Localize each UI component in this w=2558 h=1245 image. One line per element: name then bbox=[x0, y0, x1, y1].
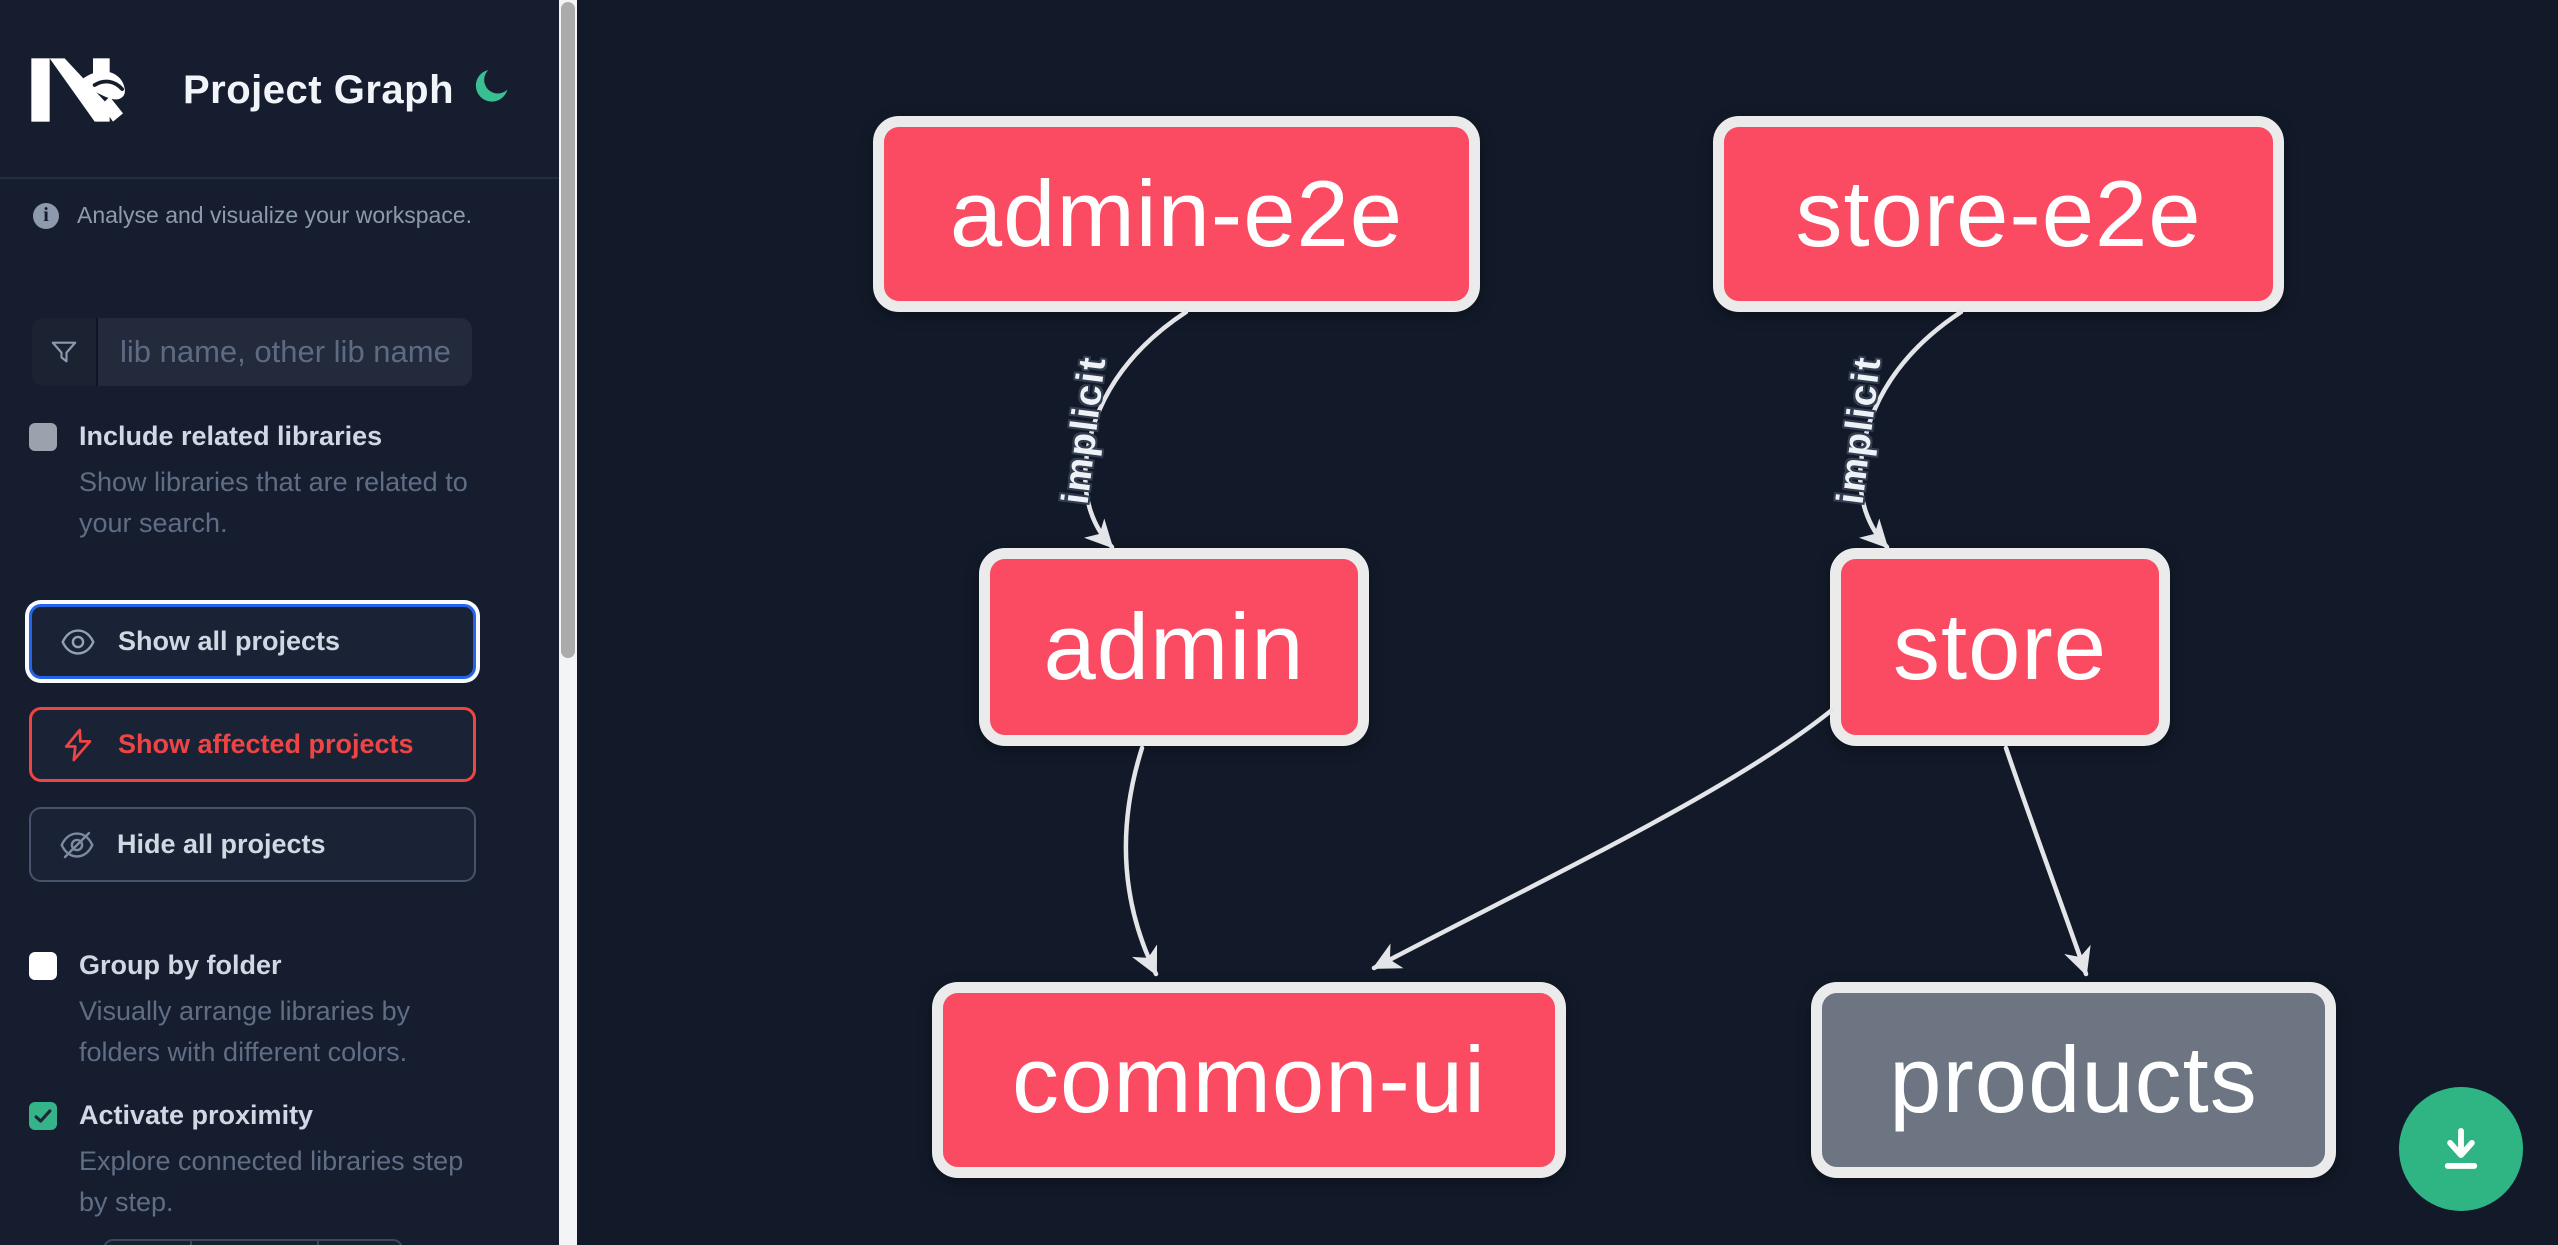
toggle-group-by-folder: Group by folder Visually arrange librari… bbox=[29, 950, 469, 1073]
graph-node-admin[interactable]: admin bbox=[979, 548, 1369, 746]
nx-logo bbox=[31, 58, 125, 122]
hide-all-projects-label: Hide all projects bbox=[117, 829, 326, 859]
proximity-stepper[interactable] bbox=[103, 1239, 403, 1245]
include-related-description: Show libraries that are related to your … bbox=[79, 467, 468, 538]
download-graph-button[interactable] bbox=[2399, 1087, 2523, 1211]
stepper-decrement[interactable] bbox=[105, 1241, 192, 1245]
include-related-checkbox[interactable] bbox=[29, 422, 57, 451]
include-related-label[interactable]: Include related libraries bbox=[79, 421, 383, 451]
graph-node-products[interactable]: products bbox=[1811, 982, 2336, 1178]
page-title: Project Graph bbox=[183, 68, 455, 112]
download-icon bbox=[2444, 1127, 2478, 1169]
show-all-projects-label: Show all projects bbox=[118, 626, 341, 656]
workspace-tagline: Analyse and visualize your workspace. bbox=[77, 202, 473, 228]
sidebar-scrollbar-thumb[interactable] bbox=[561, 2, 575, 658]
workspace-tagline-row: i Analyse and visualize your workspace. bbox=[33, 202, 472, 229]
group-by-folder-checkbox[interactable] bbox=[29, 951, 57, 980]
activate-proximity-checkbox[interactable] bbox=[29, 1101, 57, 1130]
search-box bbox=[32, 318, 472, 386]
search-input[interactable] bbox=[98, 318, 472, 386]
activate-proximity-description: Explore connected libraries step by step… bbox=[79, 1146, 464, 1217]
graph-node-admin-e2e[interactable]: admin-e2e bbox=[873, 116, 1480, 312]
show-affected-projects-button[interactable]: Show affected projects bbox=[29, 707, 476, 782]
toggle-activate-proximity: Activate proximity Explore connected lib… bbox=[29, 1100, 469, 1223]
sidebar: Project Graph i Analyse and visualize yo… bbox=[0, 0, 559, 1245]
toggle-include-related: Include related libraries Show libraries… bbox=[29, 421, 469, 544]
eye-off-icon bbox=[60, 831, 94, 858]
group-by-folder-description: Visually arrange libraries by folders wi… bbox=[79, 996, 411, 1067]
activate-proximity-label[interactable]: Activate proximity bbox=[79, 1100, 314, 1130]
info-icon: i bbox=[33, 202, 59, 229]
sidebar-header: Project Graph bbox=[0, 0, 559, 179]
group-by-folder-label[interactable]: Group by folder bbox=[79, 950, 282, 980]
show-all-projects-button[interactable]: Show all projects bbox=[29, 604, 476, 679]
stepper-value bbox=[192, 1241, 319, 1245]
graph-node-store-e2e[interactable]: store-e2e bbox=[1713, 116, 2284, 312]
graph-node-store[interactable]: store bbox=[1830, 548, 2170, 746]
moon-icon[interactable] bbox=[472, 66, 512, 106]
filter-funnel-icon bbox=[32, 318, 98, 386]
show-affected-projects-label: Show affected projects bbox=[118, 729, 414, 759]
hide-all-projects-button[interactable]: Hide all projects bbox=[29, 807, 476, 882]
bolt-icon bbox=[64, 728, 92, 761]
graph-node-common-ui[interactable]: common-ui bbox=[932, 982, 1566, 1178]
eye-icon bbox=[61, 628, 95, 655]
sidebar-scrollbar-track[interactable] bbox=[559, 0, 577, 1245]
check-icon bbox=[34, 1108, 52, 1123]
